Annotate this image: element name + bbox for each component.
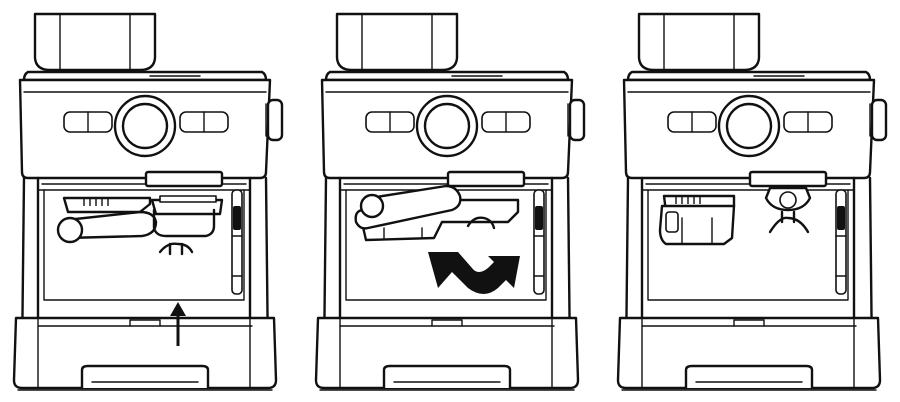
portafilter-1 bbox=[56, 196, 158, 244]
portafilter-3 bbox=[658, 194, 736, 246]
panel-2-rotate bbox=[314, 12, 586, 392]
panel-3-locked bbox=[616, 12, 888, 392]
panel-1-insert bbox=[12, 12, 284, 392]
curved-rotate-arrow-icon bbox=[428, 252, 520, 294]
espresso-machine-3 bbox=[616, 12, 888, 392]
group-spout bbox=[764, 186, 812, 234]
portafilter-2 bbox=[354, 184, 520, 242]
up-arrow-icon bbox=[170, 302, 186, 346]
